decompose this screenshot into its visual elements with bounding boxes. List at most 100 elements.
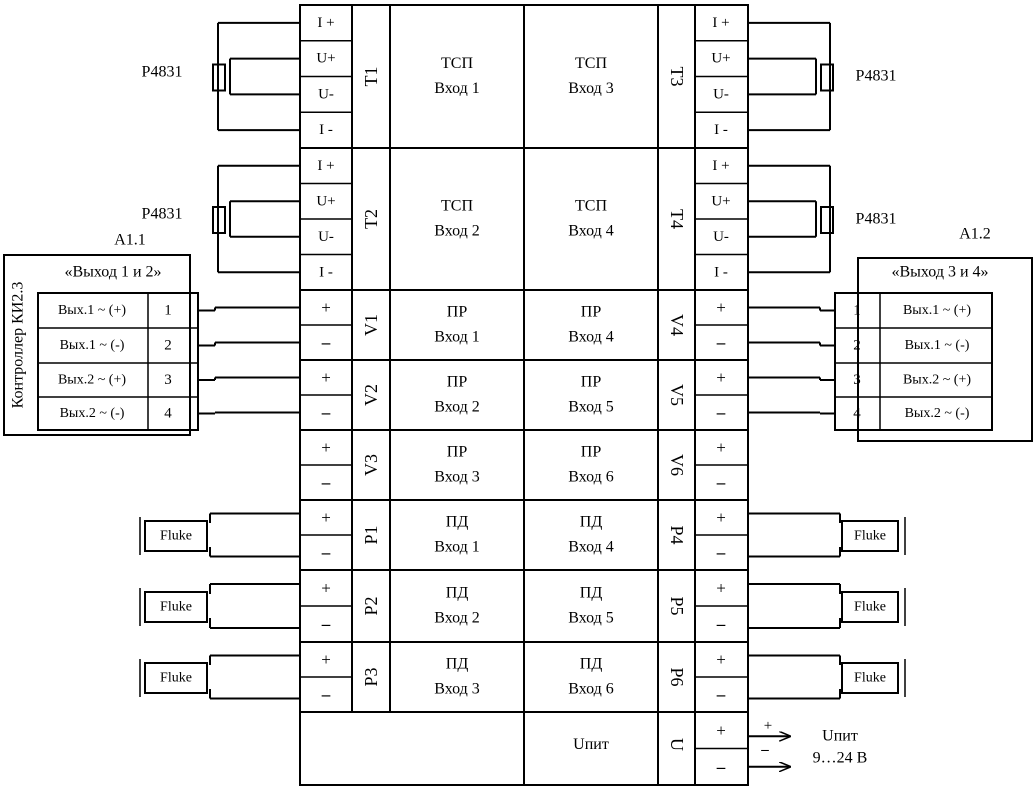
terminal-4-left: I - bbox=[319, 264, 333, 280]
input-type-left: ТСП bbox=[441, 198, 473, 215]
fluke-label-left: Fluke bbox=[160, 600, 192, 615]
plus-terminal-left: + bbox=[321, 298, 331, 317]
resistor-symbol bbox=[820, 63, 834, 92]
output-name-left: Вых.2 ~ (-) bbox=[60, 406, 125, 421]
resistor-symbol bbox=[212, 206, 226, 234]
block-id-right: A1.2 bbox=[959, 226, 991, 243]
output-name-right: Вых.1 ~ (+) bbox=[903, 303, 971, 318]
input-name-right: Вход 5 bbox=[568, 610, 614, 627]
input-type-right: ТСП bbox=[575, 55, 607, 72]
channel-label-left: T1 bbox=[361, 67, 381, 87]
plus-terminal-left: + bbox=[321, 579, 331, 598]
input-name-left: Вход 2 bbox=[434, 399, 480, 416]
controller-frame-right bbox=[857, 257, 1033, 442]
input-type-left: ПД bbox=[446, 514, 469, 531]
resistor-label-2: P4831 bbox=[142, 206, 183, 223]
fluke-box-left bbox=[144, 591, 208, 623]
channel-label-right: V4 bbox=[667, 314, 687, 336]
fluke-label-left: Fluke bbox=[160, 529, 192, 544]
plus-terminal-left: + bbox=[321, 368, 331, 387]
minus-terminal-right: – bbox=[716, 615, 726, 634]
input-type-left: ТСП bbox=[441, 55, 473, 72]
plus-terminal-right: + bbox=[716, 438, 726, 457]
power-out-minus: – bbox=[760, 742, 769, 758]
input-name-left: Вход 2 bbox=[434, 610, 480, 627]
terminal-1-right: I + bbox=[712, 158, 729, 174]
output-table-left bbox=[37, 292, 199, 431]
input-name-right: Вход 5 bbox=[568, 399, 614, 416]
input-name-left: Вход 3 bbox=[434, 469, 480, 486]
output-num-right: 3 bbox=[853, 372, 861, 388]
block-id-left: A1.1 bbox=[114, 232, 146, 249]
power-out-plus: + bbox=[764, 718, 772, 734]
minus-terminal-left: – bbox=[321, 403, 331, 422]
channel-label-left: T2 bbox=[361, 209, 381, 229]
channel-label-right: V5 bbox=[667, 384, 687, 406]
input-name-right: Вход 3 bbox=[568, 80, 614, 97]
terminal-3-left: U- bbox=[318, 86, 334, 102]
minus-terminal-left: – bbox=[321, 685, 331, 704]
channel-label-right: P5 bbox=[667, 596, 687, 615]
terminal-3-left: U- bbox=[318, 229, 334, 245]
input-type-left: ПР bbox=[447, 304, 468, 321]
terminal-2-left: U+ bbox=[316, 51, 335, 67]
terminal-2-right: U+ bbox=[711, 193, 730, 209]
terminal-4-right: I - bbox=[714, 122, 728, 138]
input-type-left: ПД bbox=[446, 585, 469, 602]
controller-frame-left bbox=[3, 254, 191, 436]
input-name-right: Вход 6 bbox=[568, 469, 614, 486]
channel-label-right: T4 bbox=[667, 209, 687, 229]
channel-label-left: V1 bbox=[361, 314, 381, 336]
channel-label-right: P6 bbox=[667, 667, 687, 686]
input-type-right: ПД bbox=[580, 514, 603, 531]
fluke-label-left: Fluke bbox=[160, 671, 192, 686]
power-label: Uпит bbox=[573, 736, 609, 753]
terminal-1-right: I + bbox=[712, 15, 729, 31]
controller-label: Контроллер КИ2.3 bbox=[10, 282, 27, 409]
minus-terminal-right: – bbox=[716, 685, 726, 704]
minus-terminal-left: – bbox=[321, 615, 331, 634]
minus-terminal-right: – bbox=[716, 543, 726, 562]
minus-terminal-right: – bbox=[716, 473, 726, 492]
input-type-right: ПР bbox=[581, 304, 602, 321]
input-name-right: Вход 4 bbox=[568, 223, 614, 240]
input-type-right: ПР bbox=[581, 374, 602, 391]
terminal-2-right: U+ bbox=[711, 51, 730, 67]
resistor-label-1: P4831 bbox=[142, 64, 183, 81]
block-title-left: «Выход 1 и 2» bbox=[64, 264, 161, 281]
input-type-right: ТСП bbox=[575, 198, 607, 215]
input-name-left: Вход 1 bbox=[434, 80, 480, 97]
fluke-box-right bbox=[841, 520, 899, 552]
input-name-left: Вход 2 bbox=[434, 223, 480, 240]
input-type-right: ПР bbox=[581, 444, 602, 461]
power-channel-label: U bbox=[667, 738, 687, 751]
output-name-left: Вых.2 ~ (+) bbox=[58, 373, 126, 388]
terminal-2-left: U+ bbox=[316, 193, 335, 209]
input-name-left: Вход 1 bbox=[434, 329, 480, 346]
resistor-symbol bbox=[212, 63, 226, 92]
input-name-right: Вход 4 bbox=[568, 329, 614, 346]
terminal-4-left: I - bbox=[319, 122, 333, 138]
power-range: 9…24 В bbox=[813, 750, 868, 767]
input-type-left: ПР bbox=[447, 374, 468, 391]
channel-label-right: V6 bbox=[667, 454, 687, 476]
output-name-left: Вых.1 ~ (-) bbox=[60, 338, 125, 353]
plus-terminal-right: + bbox=[716, 508, 726, 527]
input-name-right: Вход 4 bbox=[568, 539, 614, 556]
output-num-left: 2 bbox=[164, 338, 172, 354]
resistor-symbol bbox=[820, 206, 834, 234]
minus-terminal-left: – bbox=[321, 543, 331, 562]
output-num-left: 3 bbox=[164, 372, 172, 388]
output-num-right: 1 bbox=[853, 303, 861, 319]
input-name-left: Вход 3 bbox=[434, 681, 480, 698]
terminal-1-left: I + bbox=[317, 15, 334, 31]
output-name-right: Вых.2 ~ (-) bbox=[905, 406, 970, 421]
minus-terminal-right: – bbox=[716, 333, 726, 352]
resistor-label-3: P4831 bbox=[856, 68, 897, 85]
output-num-left: 4 bbox=[164, 406, 172, 422]
input-type-left: ПД bbox=[446, 656, 469, 673]
power-plus-terminal: + bbox=[716, 721, 726, 740]
plus-terminal-right: + bbox=[716, 368, 726, 387]
